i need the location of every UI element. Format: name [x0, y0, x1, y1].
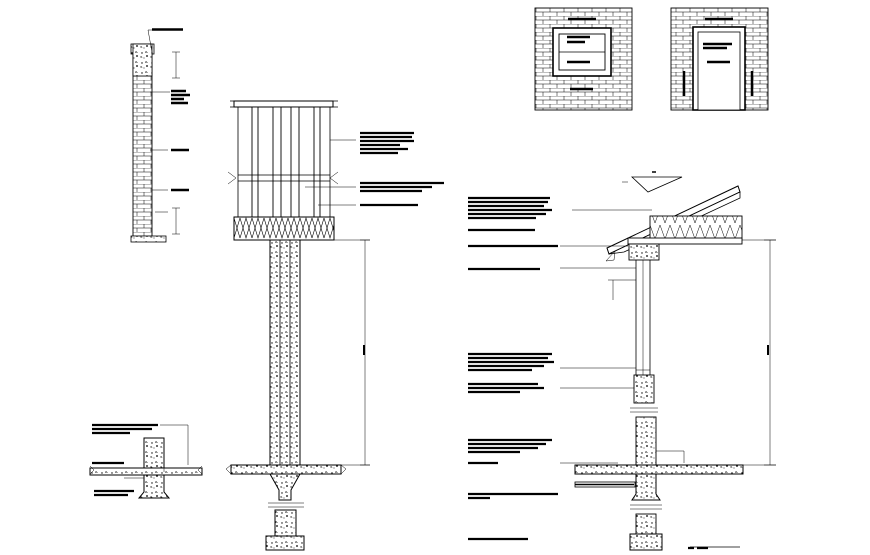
window-elevation [534, 7, 633, 111]
brick-wall-section [130, 28, 190, 243]
door-elevation [670, 7, 769, 111]
roof-eave-section [468, 171, 776, 551]
footing-detail [89, 423, 203, 499]
stud-wall-section [225, 100, 444, 551]
